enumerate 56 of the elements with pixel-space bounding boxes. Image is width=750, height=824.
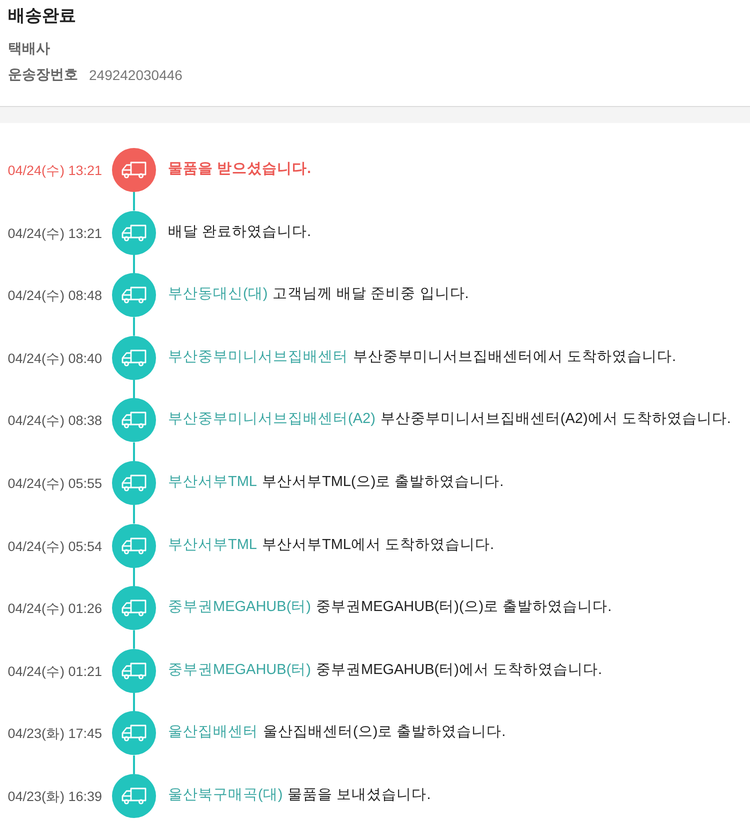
timestamp: 04/24(수) 01:26 [8, 600, 102, 618]
timestamp: 04/24(수) 13:21 [8, 224, 102, 243]
status-circle [112, 461, 156, 505]
location-name: 울산북구매곡(대) [168, 786, 283, 805]
timeline-line [133, 755, 135, 774]
timestamp: 04/23(화) 17:45 [8, 725, 102, 744]
timestamp: 04/24(수) 05:55 [8, 475, 102, 493]
page-title: 배송완료 [8, 5, 76, 27]
location-name: 부산서부TML [168, 473, 257, 492]
status-message: 물품을 보내셨습니다. [288, 786, 431, 805]
timeline-line [133, 380, 135, 398]
location-name: 부산동대신(대) [168, 285, 268, 304]
location-name: 부산서부TML [168, 536, 257, 555]
timestamp: 04/24(수) 01:21 [8, 662, 102, 681]
location-name: 중부권MEGAHUB(터) [168, 598, 311, 618]
field-label: 택배사 [8, 39, 50, 57]
timeline-line [133, 442, 135, 461]
field-label: 운송장번호 [8, 65, 78, 83]
timestamp: 04/24(수) 08:40 [8, 350, 102, 368]
status-circle [112, 148, 156, 192]
status-circle [112, 648, 156, 693]
status-message: 부산서부TML(으)로 출발하였습니다. [262, 473, 504, 492]
timeline-line [133, 317, 135, 336]
status-circle [112, 210, 156, 255]
status-message: 중부권MEGAHUB(터)(으)로 출발하였습니다. [316, 598, 612, 618]
status-circle [112, 711, 156, 756]
status-message: 부산중부미니서브집배센터에서 도착하였습니다. [353, 348, 676, 367]
status-circle [112, 336, 156, 380]
timeline-line [133, 568, 135, 586]
timestamp: 04/23(화) 16:39 [8, 788, 102, 806]
timeline-line [133, 692, 135, 712]
status-message: 부산중부미니서브집배센터(A2)에서 도착하였습니다. [380, 410, 731, 430]
status-circle [112, 774, 156, 818]
tracking-number: 249242030446 [89, 66, 182, 84]
timestamp: 04/24(수) 08:38 [8, 412, 102, 430]
timestamp: 04/24(수) 08:48 [8, 287, 102, 306]
status-message: 중부권MEGAHUB(터)에서 도착하였습니다. [316, 660, 602, 680]
timeline-line [133, 192, 135, 211]
timestamp: 04/24(수) 05:54 [8, 538, 102, 556]
timeline-line [133, 630, 135, 649]
timestamp: 04/24(수) 13:21 [8, 162, 102, 180]
status-message: 울산집배센터(으)로 출발하였습니다. [263, 723, 506, 742]
status-circle [112, 586, 156, 630]
location-name: 중부권MEGAHUB(터) [168, 660, 311, 680]
status-circle [112, 273, 156, 318]
status-message: 배달 완료하였습니다. [168, 222, 312, 242]
status-message: 고객님께 배달 준비중 입니다. [272, 285, 469, 304]
timeline-line [133, 254, 135, 274]
location-name: 울산집배센터 [168, 723, 258, 742]
status-circle [112, 524, 156, 568]
timeline-line [133, 505, 135, 524]
status-circle [112, 398, 156, 442]
location-name: 부산중부미니서브집배센터 [168, 348, 348, 367]
status-message: 물품을 받으셨습니다. [168, 160, 312, 179]
location-name: 부산중부미니서브집배센터(A2) [168, 410, 376, 430]
status-message: 부산서부TML에서 도착하였습니다. [262, 536, 494, 555]
